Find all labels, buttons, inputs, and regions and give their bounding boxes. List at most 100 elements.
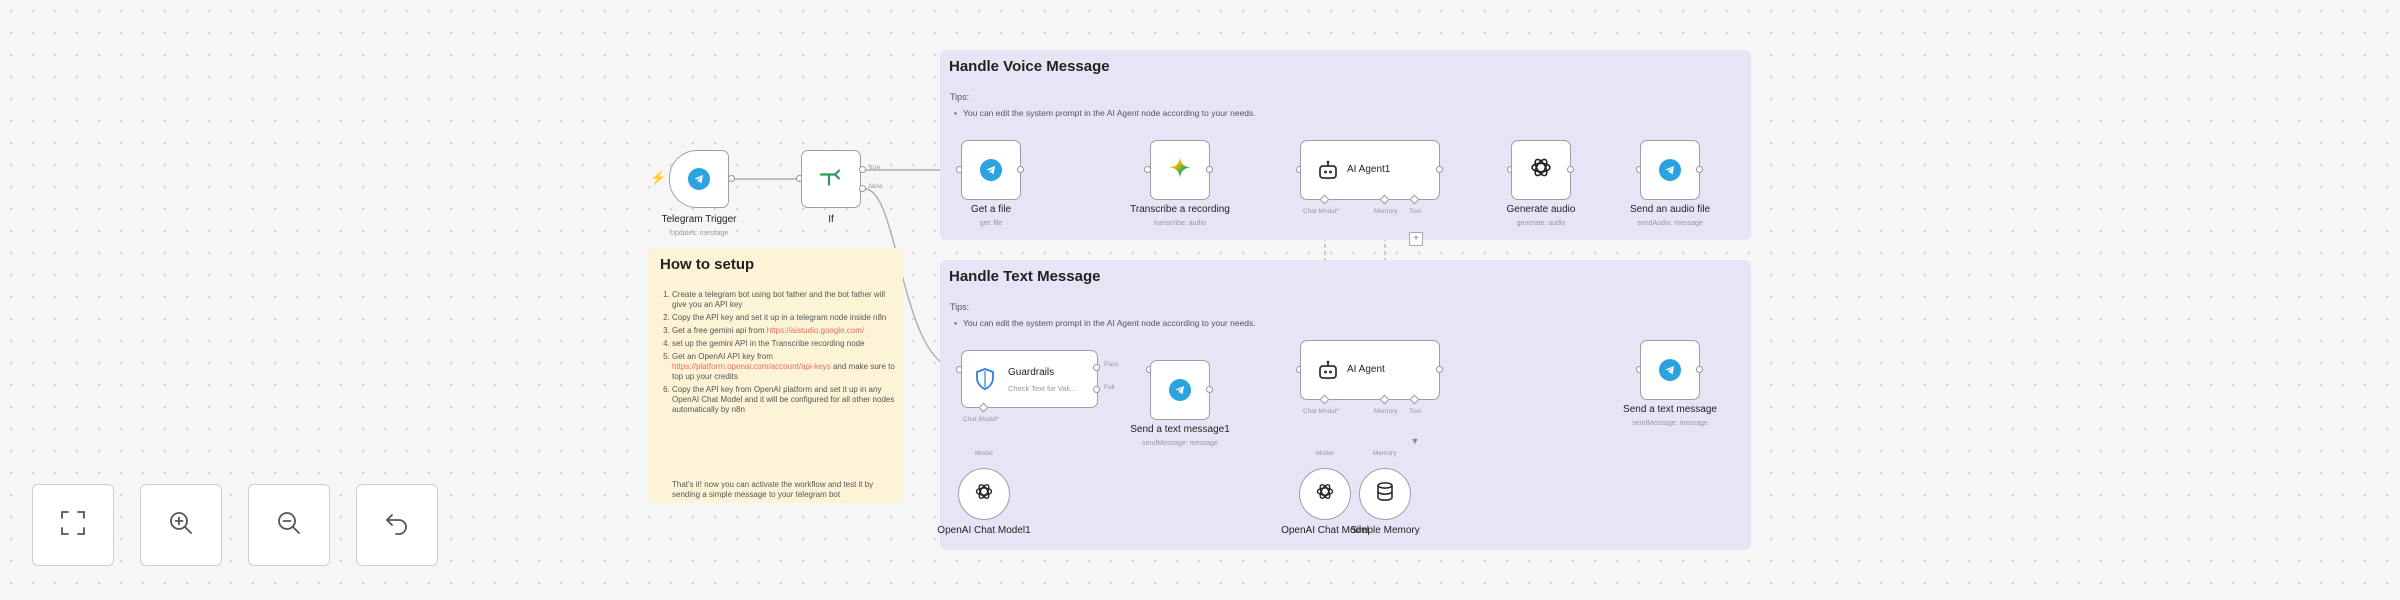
voice-tips-label: Tips:: [950, 92, 970, 102]
output-port[interactable]: [1696, 366, 1703, 373]
guardrails-chat-port-label: Chat Model*: [963, 416, 999, 423]
add-tool-icon[interactable]: ▼: [1410, 436, 1420, 446]
output-port[interactable]: [1206, 166, 1213, 173]
openai-icon: [974, 482, 994, 507]
setup-note-title: How to setup: [660, 256, 755, 273]
send-text1-sub: sendMessage: message: [1142, 440, 1218, 447]
zoom-in-icon: [167, 509, 195, 542]
robot-icon: [1317, 360, 1339, 385]
fit-view-button[interactable]: [32, 484, 114, 566]
output-port[interactable]: [1436, 166, 1443, 173]
transcribe-node[interactable]: [1150, 140, 1210, 200]
send-audio-sub: sendAudio: message: [1637, 220, 1703, 227]
gemini-icon: [1169, 157, 1191, 184]
get-file-node[interactable]: [961, 140, 1021, 200]
send-text-node[interactable]: [1640, 340, 1700, 400]
get-file-label: Get a file: [970, 204, 1012, 215]
undo-icon: [383, 509, 411, 542]
setup-step-text: Get an OpenAI API key from: [672, 352, 773, 361]
openai-chat-model-label: OpenAI Chat Model: [1281, 525, 1369, 536]
if-false-port-label: false: [869, 183, 883, 190]
send-text1-label: Send a text message1: [1130, 424, 1230, 435]
telegram-trigger-sub: Updates: message: [669, 230, 729, 237]
telegram-icon: [1659, 359, 1681, 381]
if-node[interactable]: [801, 150, 861, 208]
zoom-in-button[interactable]: [140, 484, 222, 566]
openai-icon: [1529, 156, 1553, 185]
openai-chat-model1-node[interactable]: [958, 468, 1010, 520]
tool-port-label: Tool: [1409, 408, 1421, 415]
generate-audio-node[interactable]: [1511, 140, 1571, 200]
output-port[interactable]: [1206, 386, 1213, 393]
model-port-label: Model: [1316, 450, 1334, 457]
send-audio-node[interactable]: [1640, 140, 1700, 200]
memory-input-port-label: Memory: [1373, 450, 1397, 457]
guardrails-model-port-label: Model: [975, 450, 993, 457]
setup-step: Get an OpenAI API key from https://platf…: [672, 352, 900, 382]
setup-step-text: Get a free gemini api from: [672, 326, 765, 335]
shield-icon: [974, 367, 996, 396]
gemini-link[interactable]: https://aistudio.google.com/: [766, 326, 865, 335]
openai-icon: [1315, 482, 1335, 507]
voice-section-title: Handle Voice Message: [949, 58, 1110, 75]
trigger-bolt-icon: ⚡: [650, 170, 667, 185]
guardrails-sub: Check Text for Vali...: [1008, 384, 1077, 393]
false-output-port[interactable]: [859, 185, 866, 192]
generate-audio-label: Generate audio: [1506, 204, 1576, 215]
guardrails-label: Guardrails: [1008, 367, 1055, 378]
setup-step-suffix: and make sure to top up your credits: [672, 362, 895, 381]
openai-chat-model1-label: OpenAI Chat Model1: [937, 525, 1031, 536]
zoom-out-button[interactable]: [248, 484, 330, 566]
output-port[interactable]: [728, 175, 735, 182]
telegram-icon: [1169, 379, 1191, 401]
setup-step: Get a free gemini api from https://aistu…: [672, 326, 900, 336]
setup-step: set up the gemini API in the Transcribe …: [672, 339, 900, 349]
simple-memory-node[interactable]: [1359, 468, 1411, 520]
send-text-sub: sendMessage: message: [1632, 420, 1708, 427]
openai-link[interactable]: https://platform.openai.com/account/api-…: [672, 362, 831, 371]
ai-agent-label: AI Agent: [1347, 364, 1385, 375]
text-tip-text: You can edit the system prompt in the AI…: [954, 318, 1256, 328]
setup-note[interactable]: How to setup Create a telegram bot using…: [648, 248, 903, 503]
setup-steps-list: Create a telegram bot using bot father a…: [660, 290, 900, 418]
fail-port-label: Fail: [1104, 384, 1115, 391]
fit-view-icon: [59, 509, 87, 542]
output-port[interactable]: [1696, 166, 1703, 173]
chat-model-port-label: Chat Model*: [1303, 208, 1339, 215]
ai-agent-node[interactable]: AI Agent: [1300, 340, 1440, 400]
output-port[interactable]: [1436, 366, 1443, 373]
telegram-icon: [1659, 159, 1681, 181]
pass-port-label: Pass: [1104, 361, 1119, 368]
generate-audio-sub: generate: audio: [1516, 220, 1566, 227]
send-text-label: Send a text message: [1623, 404, 1717, 415]
true-output-port[interactable]: [859, 166, 866, 173]
text-tips-label: Tips:: [950, 302, 970, 312]
guardrails-node[interactable]: Guardrails Check Text for Vali...: [961, 350, 1098, 408]
database-icon: [1376, 482, 1394, 507]
if-true-port-label: true: [869, 164, 881, 171]
transcribe-label: Transcribe a recording: [1130, 204, 1230, 215]
send-text1-node[interactable]: [1150, 360, 1210, 420]
transcribe-sub: transcribe: audio: [1154, 220, 1206, 227]
setup-step: Copy the API key from OpenAI platform an…: [672, 385, 900, 415]
chat-model-port-label: Chat Model*: [1303, 408, 1339, 415]
branch-icon: [819, 167, 843, 192]
voice-tip-text: You can edit the system prompt in the AI…: [954, 108, 1256, 118]
memory-port-label: Memory: [1374, 408, 1398, 415]
send-audio-label: Send an audio file: [1629, 204, 1711, 215]
telegram-icon: [980, 159, 1002, 181]
tool-port-label: Tool: [1409, 208, 1421, 215]
telegram-trigger-node[interactable]: [669, 150, 729, 208]
reset-zoom-button[interactable]: [356, 484, 438, 566]
add-tool-icon[interactable]: +: [1409, 232, 1423, 246]
ai-agent1-node[interactable]: AI Agent1: [1300, 140, 1440, 200]
telegram-icon: [688, 168, 710, 190]
output-port[interactable]: [1567, 166, 1574, 173]
output-port[interactable]: [1017, 166, 1024, 173]
openai-chat-model-node[interactable]: [1299, 468, 1351, 520]
get-file-sub: get: file: [979, 220, 1003, 227]
pass-output-port[interactable]: [1093, 364, 1100, 371]
setup-step: Copy the API key and set it up in a tele…: [672, 313, 900, 323]
setup-step: Create a telegram bot using bot father a…: [672, 290, 900, 310]
fail-output-port[interactable]: [1093, 386, 1100, 393]
